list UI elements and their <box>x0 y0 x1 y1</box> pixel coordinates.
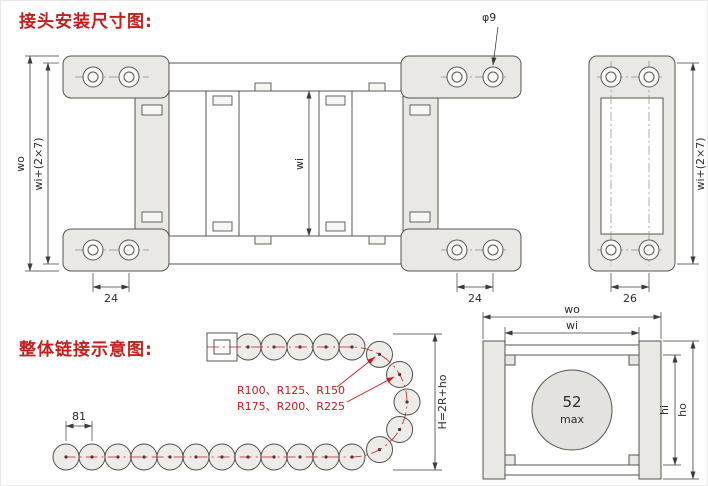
dim-label-24-left: 24 <box>104 292 118 305</box>
section-title-install-dims: 接头安装尺寸图: <box>19 12 153 32</box>
dim-label-ho: ho <box>676 403 689 417</box>
plan-dimensions: wo wi+(2×7) wi φ9 24 24 <box>14 11 499 305</box>
mounting-hole <box>118 66 140 88</box>
dim-label-height-formula: H=2R+ho <box>436 374 449 429</box>
dim-label-wi-plus-end: wi+(2×7) <box>694 137 707 190</box>
end-view-dimensions: wi+(2×7) 26 <box>610 62 707 305</box>
connector-end-view <box>588 55 676 272</box>
section-dimensions: wo wi hi ho <box>482 303 699 480</box>
mounting-hole <box>446 239 468 261</box>
bend-annotations: 81 H=2R+ho R100、R125、R150 R175、R200、R225 <box>65 333 449 471</box>
chain-bend-view <box>52 332 421 471</box>
mounting-hole <box>482 66 504 88</box>
radii-label-line1: R100、R125、R150 <box>237 384 345 397</box>
mounting-hole <box>638 239 660 261</box>
dim-label-81: 81 <box>72 410 86 423</box>
mounting-hole <box>638 66 660 88</box>
mounting-hole <box>82 66 104 88</box>
max-cable-bore <box>531 369 613 451</box>
chain-link <box>386 416 414 443</box>
chain-plan-view <box>62 55 522 272</box>
dim-label-wi: wi <box>293 158 306 170</box>
cross-section-view: 52 max <box>482 340 662 480</box>
mounting-hole <box>82 239 104 261</box>
mounting-hole <box>118 239 140 261</box>
section-title-chain-schematic: 整体链接示意图: <box>19 340 153 360</box>
dim-label-wo-section: wo <box>564 303 580 316</box>
mounting-hole <box>446 66 468 88</box>
dim-label-26: 26 <box>623 292 637 305</box>
dim-label-hi: hi <box>658 405 671 415</box>
chain-link <box>366 340 393 368</box>
bore-max-label: max <box>560 413 584 426</box>
dim-label-phi9: φ9 <box>482 11 496 24</box>
dim-label-wo: wo <box>14 156 27 172</box>
dim-label-wi-plus: wi+(2×7) <box>32 137 45 190</box>
mounting-hole <box>600 239 622 261</box>
mounting-hole <box>482 239 504 261</box>
chain-centerline <box>66 346 408 458</box>
dim-label-wi-section: wi <box>566 319 578 332</box>
bore-value-label: 52 <box>562 393 581 411</box>
dim-label-24-right: 24 <box>468 292 482 305</box>
radii-label-line2: R175、R200、R225 <box>237 400 345 413</box>
mounting-hole <box>600 66 622 88</box>
